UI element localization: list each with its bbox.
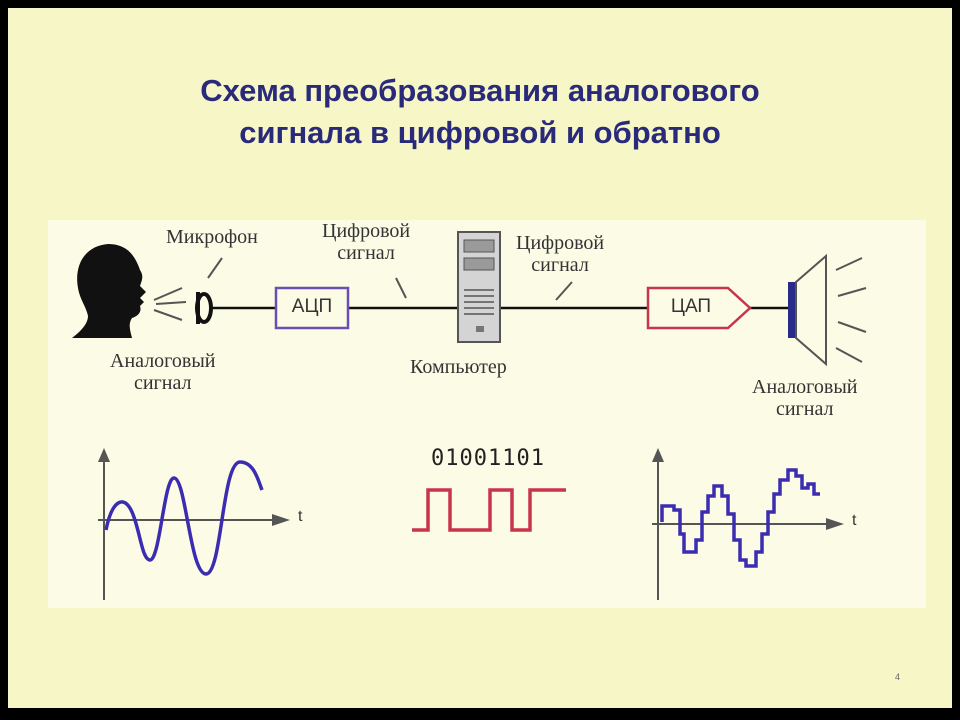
digital-signal-right-label: Цифровой сигнал bbox=[516, 232, 604, 276]
slide-title: Схема преобразования аналогового сигнала… bbox=[8, 70, 952, 154]
head-silhouette-icon bbox=[72, 244, 146, 338]
binary-code: 01001101 bbox=[431, 446, 545, 471]
page-number: 4 bbox=[894, 672, 900, 682]
digital-right-pointer bbox=[555, 281, 573, 301]
digital-left-line-1: Цифровой bbox=[322, 220, 411, 242]
digital-left-line-2: сигнал bbox=[337, 242, 395, 264]
microphone-pointer bbox=[207, 257, 223, 279]
analog-left-line-1: Аналоговый bbox=[110, 350, 216, 372]
computer-label: Компьютер bbox=[410, 356, 507, 378]
digital-signal-left-label: Цифровой сигнал bbox=[322, 220, 410, 264]
digital-signal-graph bbox=[412, 488, 566, 532]
speaker-icon bbox=[788, 253, 827, 367]
digital-right-line-2: сигнал bbox=[531, 254, 589, 276]
title-line-1: Схема преобразования аналогового bbox=[200, 73, 760, 108]
computer-tower-icon bbox=[457, 231, 501, 343]
analog-right-line-1: Аналоговый bbox=[752, 376, 858, 398]
adc-block bbox=[274, 286, 350, 330]
digital-left-pointer bbox=[395, 277, 407, 299]
adc-label: АЦП bbox=[291, 296, 333, 317]
dac-block bbox=[646, 286, 752, 330]
digital-right-line-1: Цифровой bbox=[516, 232, 605, 254]
analog-output-graph bbox=[652, 448, 844, 600]
analog-signal-right-label: Аналоговый сигнал bbox=[752, 376, 857, 420]
digital-square-wave bbox=[412, 488, 566, 532]
analog-input-wave bbox=[104, 460, 264, 576]
analog-right-line-2: сигнал bbox=[775, 398, 834, 420]
right-graph-t-label: t bbox=[852, 512, 857, 529]
analog-input-graph bbox=[98, 448, 290, 600]
left-graph-t-label: t bbox=[298, 508, 303, 525]
stepped-output-wave bbox=[660, 468, 820, 568]
microphone-icon bbox=[195, 292, 213, 324]
dac-label: ЦАП bbox=[670, 296, 712, 317]
analog-signal-left-label: Аналоговый сигнал bbox=[110, 350, 215, 394]
voice-waves-icon bbox=[153, 287, 187, 321]
microphone-label: Микрофон bbox=[166, 226, 258, 248]
title-line-2: сигнала в цифровой и обратно bbox=[239, 115, 721, 150]
analog-left-line-2: сигнал bbox=[133, 372, 192, 394]
speaker-sound-lines bbox=[835, 257, 867, 363]
